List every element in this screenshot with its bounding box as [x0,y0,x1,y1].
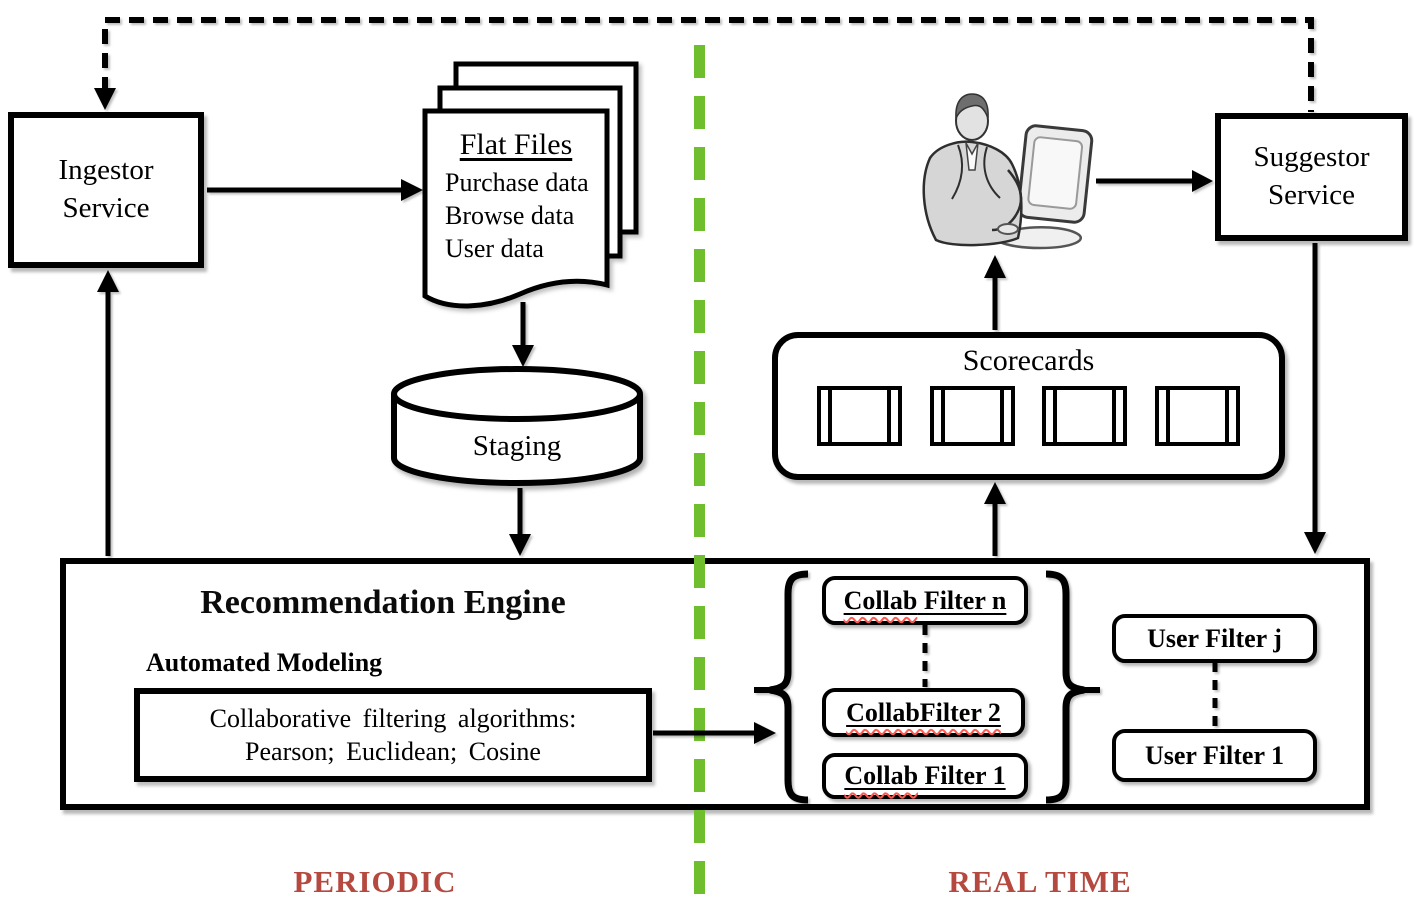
scorecards-title: Scorecards [962,344,1095,377]
ingestor-service-box: Ingestor Service [8,112,204,268]
left-brace [754,570,809,804]
staging-database-icon [391,366,643,486]
collab-filter-1-label: Collab Filter 1 [844,761,1006,790]
periodic-realtime-divider-line [694,45,705,912]
scorecards-box: Scorecards [772,332,1285,480]
collab-filter-2-box: CollabFilter 2 [822,688,1025,737]
arrow-staging-to-engine [509,488,531,556]
user-filter-1-label: User Filter 1 [1144,740,1285,770]
scorecard-icon [817,386,903,446]
scorecard-row [778,386,1279,446]
flat-files-line-purchase: Purchase data [445,168,589,197]
user-filter-1-box: User Filter 1 [1112,729,1317,782]
staging-label: Staging [472,430,562,462]
scorecard-icon [929,386,1015,446]
recommendation-engine-box [60,558,1370,810]
flat-files-line-user: User data [445,234,544,263]
arrow-engine-to-scorecards [984,482,1006,556]
arrow-ingestor-to-flatfiles [207,179,423,201]
flat-files-title: Flat Files [459,128,573,161]
collab-filter-n-box: Collab Filter n [822,576,1028,625]
collab-filter-2-label: CollabFilter 2 [846,697,1001,727]
flat-files-line-browse: Browse data [445,201,575,230]
algorithms-line-1: Collaborative filtering algorithms: [209,703,577,733]
arrow-suggestor-to-engine [1304,243,1326,554]
collaborative-filtering-algorithms-box: Collaborative filtering algorithms: Pear… [134,688,652,782]
user-filter-j-box: User Filter j [1112,614,1317,663]
automated-modeling-label: Automated Modeling [146,648,383,677]
arrow-person-to-suggestor [1096,170,1213,192]
flat-files-pages-icon [422,61,639,309]
realtime-zone-label: REAL TIME [948,864,1132,899]
arrow-engine-to-ingestor [97,270,119,556]
scorecard-icon [1042,386,1128,446]
periodic-zone-label: PERIODIC [293,864,457,899]
scorecard-icon [1154,386,1240,446]
ingestor-service-label: Ingestor Service [58,154,154,224]
suggestor-service-label: Suggestor Service [1253,141,1370,211]
suggestor-service-box: Suggestor Service [1215,113,1408,241]
feedback-loop-dashed-arrow [94,17,1314,112]
flat-files-text: Flat Files Purchase data Browse data Use… [425,128,607,265]
user-filter-j-label: User Filter j [1147,623,1282,653]
arrow-scorecards-to-person [984,255,1006,330]
right-brace [1045,570,1100,804]
recommendation-engine-title: Recommendation Engine [200,584,566,621]
arrow-flatfiles-to-staging [512,302,534,367]
algorithms-line-2: Pearson; Euclidean; Cosine [245,737,541,766]
arrow-algorithms-to-filters [653,722,776,744]
collab-filter-1-box: Collab Filter 1 [822,753,1028,799]
collab-filter-n-label: Collab Filter n [843,585,1007,615]
analyst-at-computer-icon [922,93,1094,250]
